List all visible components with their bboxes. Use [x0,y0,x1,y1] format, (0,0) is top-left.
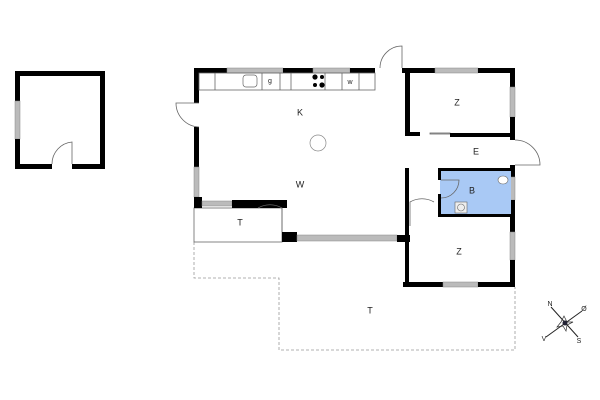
outbuilding [14,71,105,169]
compass-west: V [542,336,547,343]
stove-icon [312,74,325,88]
terrace-outline [193,242,516,351]
room-label-bedroom-upper: Z [454,97,460,107]
compass-icon: N Ø S V [542,301,588,345]
kitchen-counter: g w [198,72,376,91]
room-label-kitchen: K [297,107,303,117]
room-label-entry: E [473,146,479,156]
door-swing [440,179,460,199]
sink-icon [242,74,258,88]
door-swing [51,141,73,165]
room-label-covered-terrace: T [237,217,243,227]
room-label-bedroom-lower: Z [456,246,462,256]
shower-drain-icon [454,201,468,214]
door-swing [257,204,283,232]
room-label-terrace: T [367,305,373,315]
room-label-bath: B [469,185,475,195]
compass-east: Ø [581,306,587,313]
door-swing [409,198,435,226]
washer-label: w [346,79,353,86]
room-label-living: W [296,179,305,189]
bathroom [438,168,513,217]
door-swing [379,45,403,69]
compass-south: S [577,338,582,345]
fridge-label: g [268,78,272,85]
compass-north: N [547,301,552,308]
dining-table [309,134,327,152]
door-swing [175,102,200,128]
door-swing [514,139,541,166]
toilet-icon [497,175,509,185]
